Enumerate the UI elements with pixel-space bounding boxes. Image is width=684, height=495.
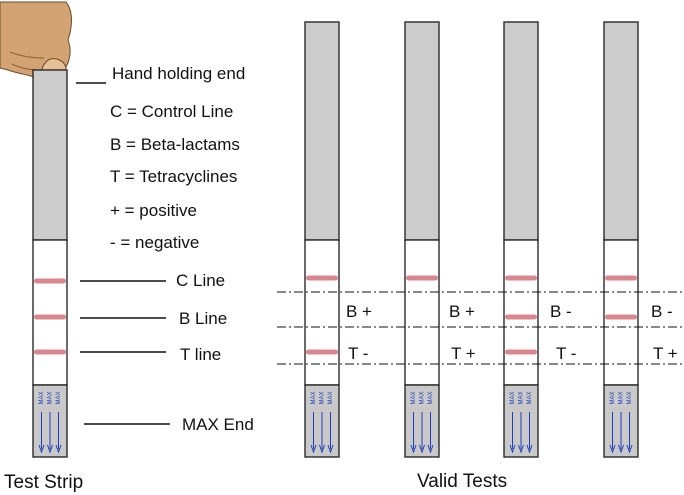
reference-flow-arrow-head <box>55 444 62 454</box>
valid-test-4-reading-window <box>603 239 639 386</box>
reference-max-text: MAX <box>48 391 54 404</box>
valid-test-2-c-band <box>406 275 438 281</box>
valid-test-1-handle-section <box>304 21 340 241</box>
valid-test-2-max-text: MAX <box>428 391 434 404</box>
valid-test-4-handle-section <box>603 21 639 241</box>
valid-test-3-reading-window <box>503 239 539 386</box>
valid-test-1-c-band <box>306 275 338 281</box>
valid-test-2-flow-arrow-head <box>410 444 417 454</box>
test-4-t-result: T + <box>653 344 678 363</box>
test-strip-caption: Test Strip <box>4 472 83 493</box>
control-line-definition: C = Control Line <box>110 102 233 121</box>
valid-test-3-handle-section <box>503 21 539 241</box>
valid-test-2-flow-arrow-head <box>427 444 434 454</box>
valid-test-1-max-text: MAX <box>311 391 317 404</box>
max-end-label: MAX End <box>182 415 254 434</box>
beta-lactams-definition: B = Beta-lactams <box>110 135 240 154</box>
valid-test-results: B + T - B + T + B - T - B - T + <box>346 302 678 363</box>
valid-test-1-max-text: MAX <box>328 391 334 404</box>
reference-max-text: MAX <box>39 391 45 404</box>
valid-test-1-flow-arrow-head <box>310 444 317 454</box>
valid-test-1-max-text: MAX <box>320 391 326 404</box>
reference-t-band <box>34 349 66 355</box>
valid-test-2-max-text: MAX <box>411 391 417 404</box>
test-3-b-result: B - <box>550 302 572 321</box>
valid-test-3-flow-arrow-head <box>509 444 516 454</box>
reference-flow-arrow-head <box>38 444 45 454</box>
valid-test-2-handle-section <box>404 21 440 241</box>
c-line-label: C Line <box>176 271 225 290</box>
test-2-b-result: B + <box>449 302 475 321</box>
valid-test-4-max-text: MAX <box>610 391 616 404</box>
negative-definition: - = negative <box>110 233 199 252</box>
valid-test-3-flow-arrow-head <box>518 444 524 454</box>
valid-test-4-b-band <box>605 314 637 320</box>
valid-test-1-flow-arrow-head <box>319 444 325 454</box>
valid-test-4-flow-arrow-head <box>618 444 624 454</box>
hand-end-label: Hand holding end <box>112 64 245 83</box>
reference-reading-window <box>32 239 68 386</box>
valid-test-1-t-band <box>306 349 338 355</box>
valid-test-3-max-text: MAX <box>510 391 516 404</box>
test-2-t-result: T + <box>451 344 476 363</box>
reference-max-text: MAX <box>56 391 62 404</box>
valid-test-3-max-text: MAX <box>527 391 533 404</box>
valid-test-3-max-text: MAX <box>519 391 525 404</box>
reference-b-band <box>34 314 66 320</box>
reference-flow-arrow-head <box>47 444 53 454</box>
t-line-label: T line <box>180 345 221 364</box>
valid-test-3-c-band <box>505 275 537 281</box>
valid-test-4-max-text: MAX <box>627 391 633 404</box>
valid-test-1-reading-window <box>304 239 340 386</box>
tetracyclines-definition: T = Tetracyclines <box>110 167 237 186</box>
b-line-label: B Line <box>179 309 227 328</box>
valid-test-3-t-band <box>505 349 537 355</box>
valid-test-2-max-text: MAX <box>420 391 426 404</box>
valid-test-2-reading-window <box>404 239 440 386</box>
valid-test-3-flow-arrow-head <box>526 444 533 454</box>
valid-tests-caption: Valid Tests <box>417 471 507 492</box>
reference-c-band <box>34 278 66 284</box>
valid-test-4-flow-arrow-head <box>626 444 633 454</box>
valid-test-4-c-band <box>605 275 637 281</box>
valid-test-4-flow-arrow-head <box>609 444 616 454</box>
test-4-b-result: B - <box>651 302 673 321</box>
valid-test-2-flow-arrow-head <box>419 444 425 454</box>
valid-test-4-max-text: MAX <box>619 391 625 404</box>
test-1-b-result: B + <box>346 302 372 321</box>
positive-definition: + = positive <box>110 201 197 220</box>
valid-test-1-flow-arrow-head <box>327 444 334 454</box>
valid-test-3-b-band <box>505 314 537 320</box>
leader-lines <box>76 82 170 425</box>
test-1-t-result: T - <box>348 344 368 363</box>
reference-handle-section <box>32 69 68 241</box>
test-3-t-result: T - <box>556 344 576 363</box>
